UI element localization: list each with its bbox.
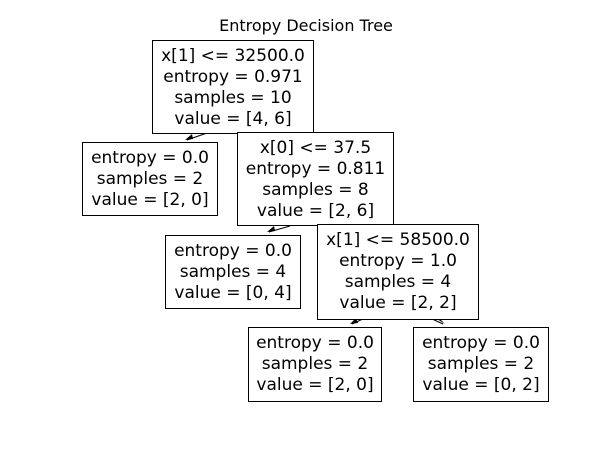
- node-entropy: entropy = 0.0: [422, 333, 540, 353]
- node-entropy: entropy = 0.0: [256, 333, 374, 353]
- node-split: x[0] <= 37.5: [259, 138, 372, 158]
- chart-title: Entropy Decision Tree: [219, 16, 393, 35]
- node-value: value = [0, 4]: [174, 283, 292, 303]
- node-entropy: entropy = 0.0: [174, 241, 292, 261]
- tree-node-left1: entropy = 0.0 samples = 2 value = [2, 0]: [82, 142, 218, 216]
- node-samples: samples = 2: [261, 354, 369, 374]
- node-samples: samples = 4: [344, 272, 452, 292]
- node-split: x[1] <= 58500.0: [326, 230, 470, 250]
- tree-node-left3: entropy = 0.0 samples = 2 value = [2, 0]: [248, 327, 382, 402]
- node-samples: samples = 8: [262, 180, 369, 200]
- tree-node-right1: x[0] <= 37.5 entropy = 0.811 samples = 8…: [237, 132, 394, 226]
- node-value: value = [0, 2]: [422, 375, 540, 395]
- node-entropy: entropy = 0.971: [163, 67, 303, 87]
- arrowhead-left1: [185, 134, 193, 140]
- node-samples: samples = 4: [179, 262, 287, 282]
- tree-node-left2: entropy = 0.0 samples = 4 value = [0, 4]: [165, 235, 301, 309]
- node-value: value = [4, 6]: [174, 109, 292, 129]
- tree-node-root: x[1] <= 32500.0 entropy = 0.971 samples …: [152, 40, 314, 134]
- node-samples: samples = 2: [427, 354, 535, 374]
- node-value: value = [2, 0]: [256, 375, 374, 395]
- node-samples: samples = 10: [174, 88, 292, 108]
- node-entropy: entropy = 0.0: [91, 148, 209, 168]
- node-value: value = [2, 2]: [339, 293, 457, 313]
- tree-node-right3: entropy = 0.0 samples = 2 value = [0, 2]: [413, 327, 549, 402]
- tree-node-right2: x[1] <= 58500.0 entropy = 1.0 samples = …: [317, 224, 479, 320]
- node-value: value = [2, 0]: [91, 190, 209, 210]
- arrowhead-left2: [267, 226, 275, 232]
- node-entropy: entropy = 1.0: [339, 251, 457, 271]
- node-value: value = [2, 6]: [256, 201, 375, 221]
- node-samples: samples = 2: [96, 169, 204, 189]
- node-entropy: entropy = 0.811: [245, 159, 386, 179]
- node-split: x[1] <= 32500.0: [161, 46, 305, 66]
